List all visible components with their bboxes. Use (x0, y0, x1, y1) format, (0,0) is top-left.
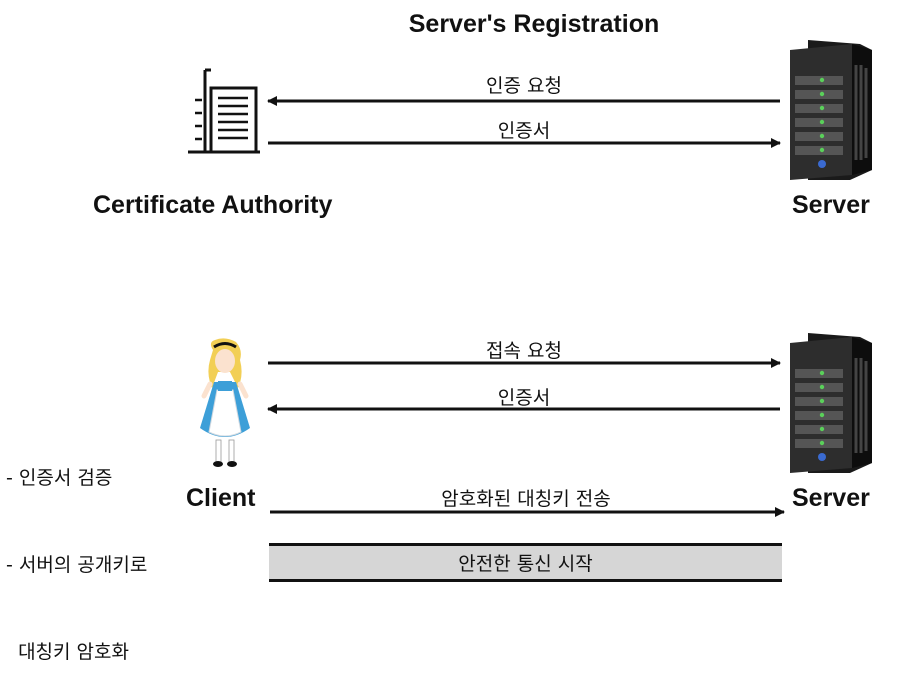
label-connect-request: 접속 요청 (486, 340, 562, 362)
secure-communication-banner: 안전한 통신 시작 (269, 543, 782, 582)
server-label-top: Server (792, 191, 870, 219)
label-cert-request: 인증 요청 (486, 75, 562, 97)
label-encrypted-key: 암호화된 대칭키 전송 (441, 488, 611, 510)
ca-label: Certificate Authority (93, 191, 333, 219)
client-step-encrypt-cont: 대칭키 암호화 (6, 641, 129, 663)
banner-label: 안전한 통신 시작 (458, 553, 593, 575)
client-character-icon (200, 338, 250, 467)
server-icon (790, 40, 872, 180)
diagram-canvas (188, 40, 872, 517)
building-icon (188, 68, 260, 154)
label-cert-send: 인증서 (497, 387, 551, 409)
label-cert-issue: 인증서 (497, 120, 551, 142)
client-step-encrypt: - 서버의 공개키로 (6, 554, 148, 576)
client-steps: - 인증서 검증 - 서버의 공개키로 대칭키 암호화 (6, 406, 147, 696)
server-icon (790, 333, 872, 473)
client-step-verify: - 인증서 검증 (6, 467, 113, 489)
diagram-title: Server's Registration (408, 10, 660, 38)
server-label-bottom: Server (792, 484, 870, 512)
client-label: Client (186, 484, 256, 512)
